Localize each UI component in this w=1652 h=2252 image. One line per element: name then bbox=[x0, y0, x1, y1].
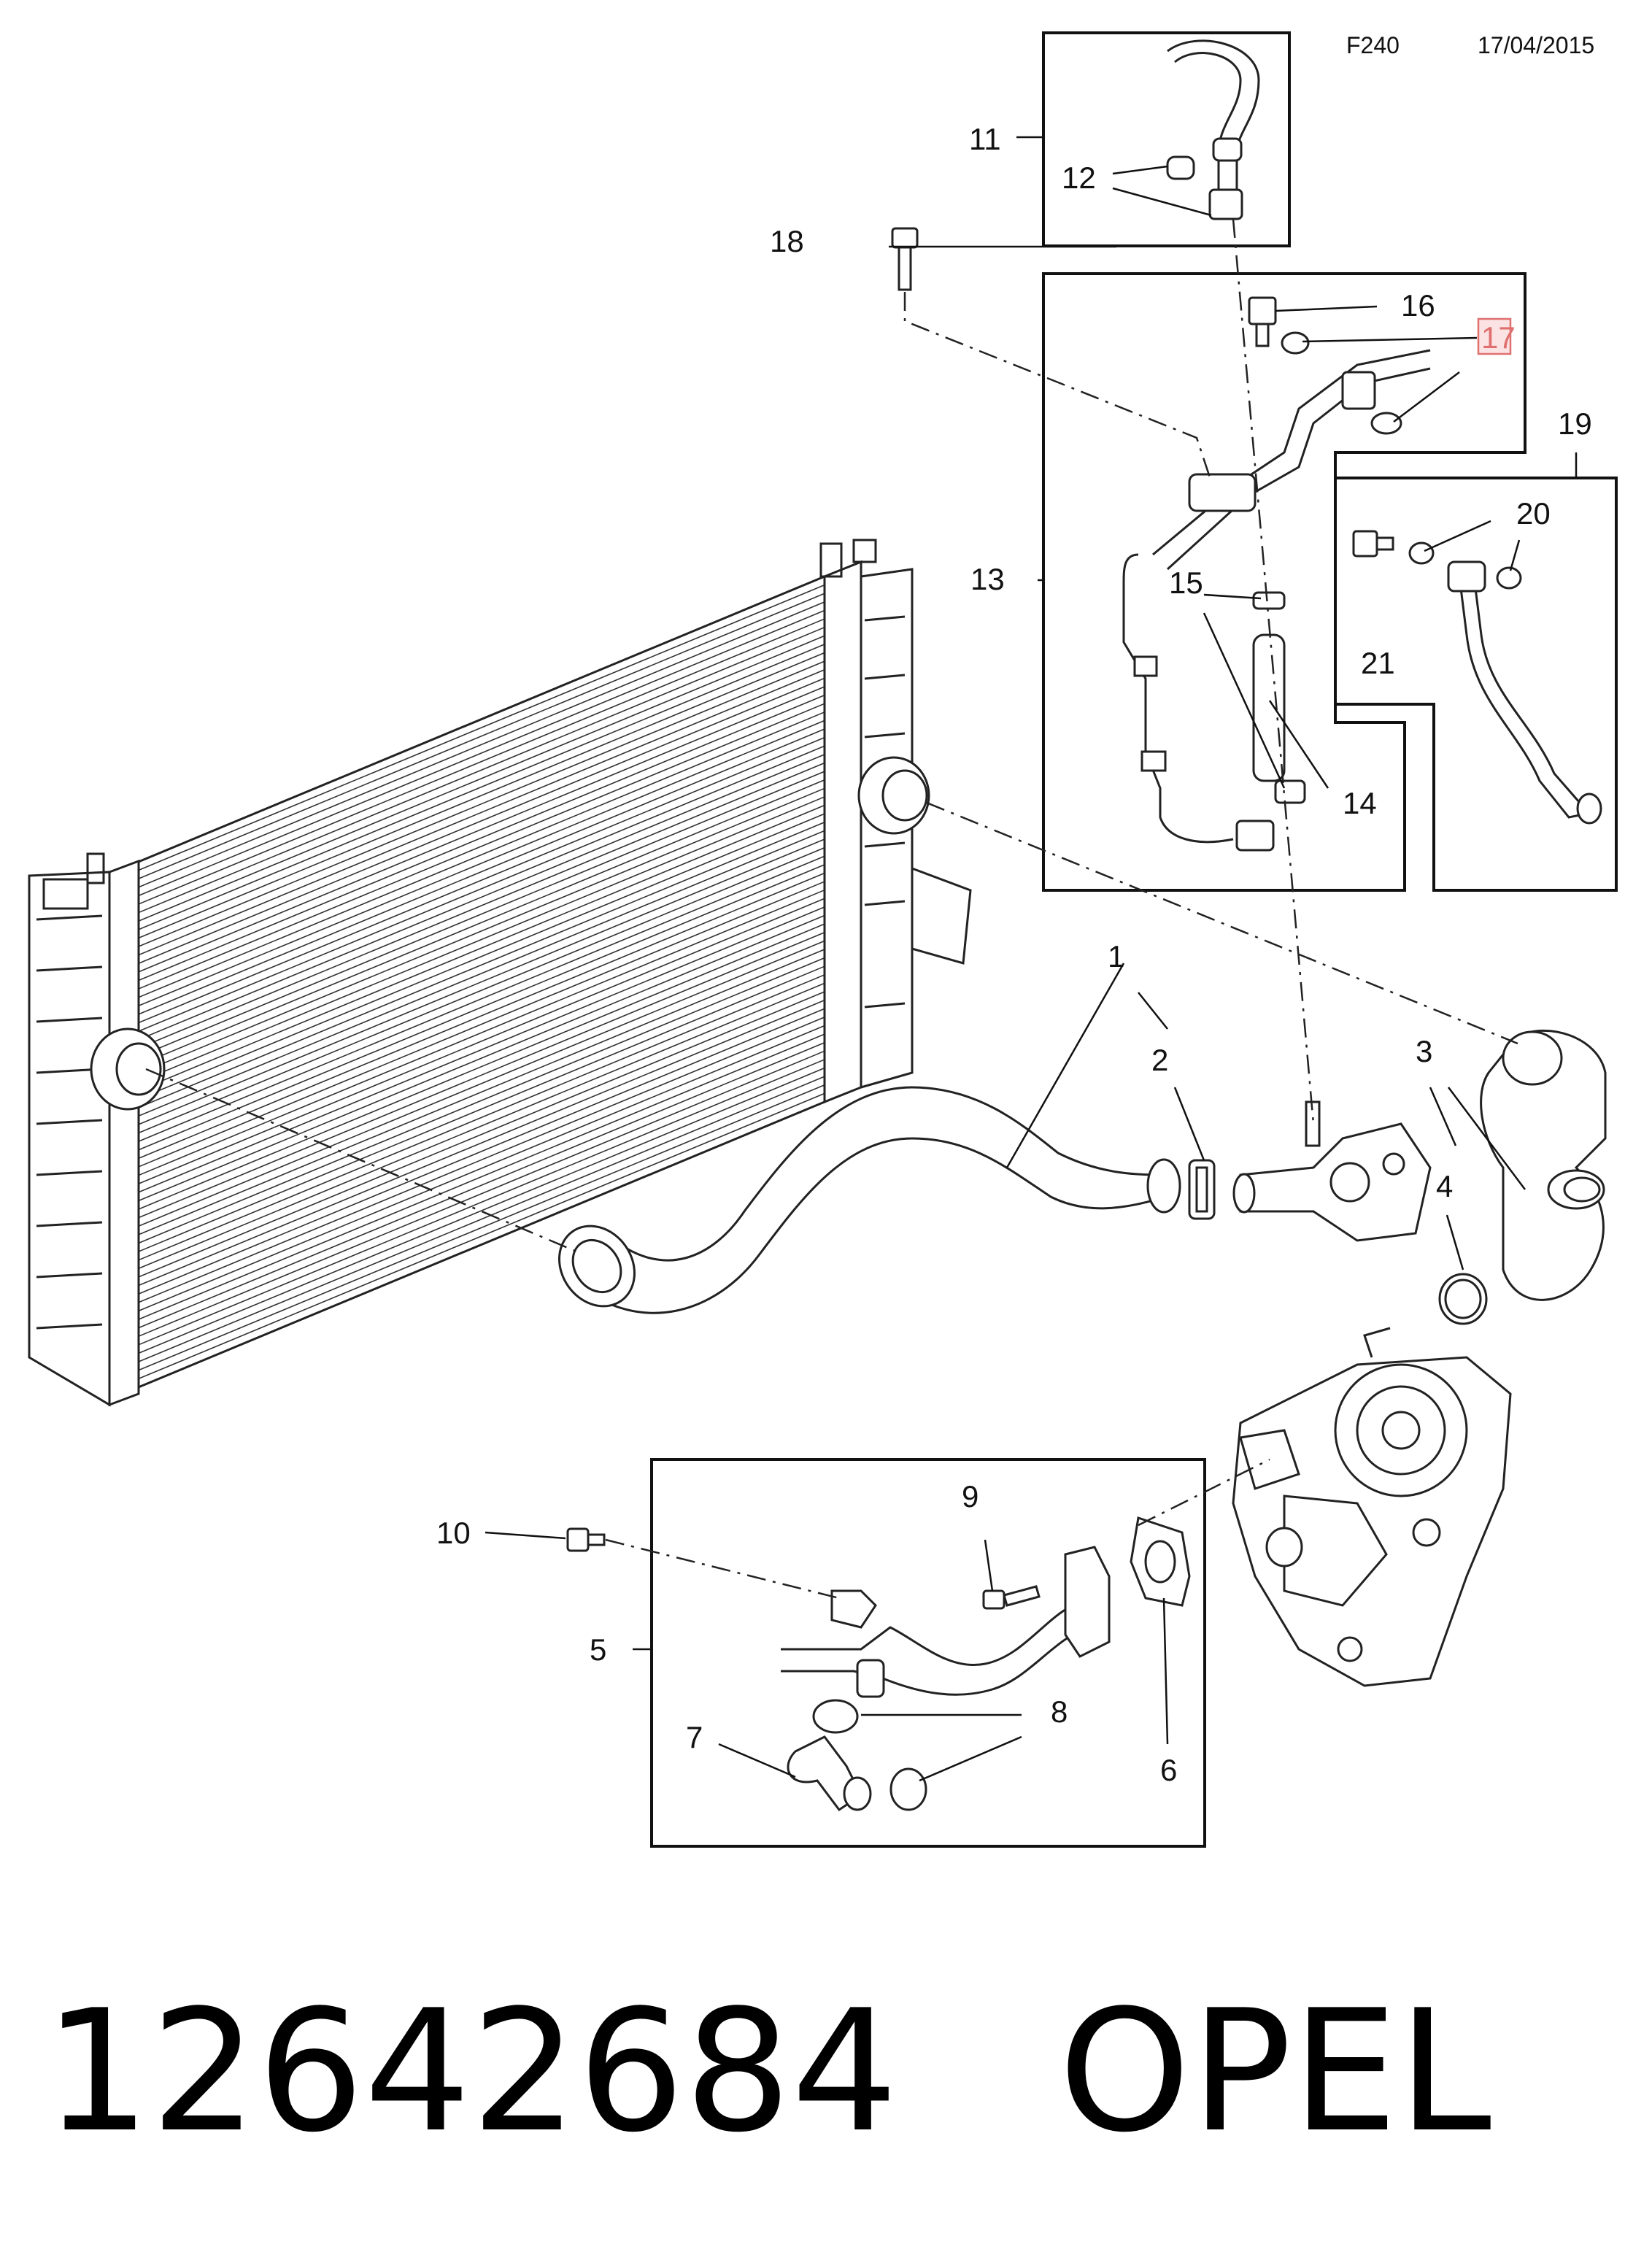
bolt-18 bbox=[891, 227, 919, 291]
callout-8: 8 bbox=[1051, 1694, 1068, 1729]
footer: 12642684 OPEL bbox=[44, 1970, 1605, 2175]
callout-5: 5 bbox=[590, 1632, 606, 1667]
bolt-9 bbox=[982, 1585, 1041, 1610]
callout-10: 10 bbox=[436, 1516, 471, 1550]
callout-13: 13 bbox=[970, 562, 1005, 596]
box-19 bbox=[1334, 477, 1618, 892]
callout-6: 6 bbox=[1160, 1753, 1177, 1787]
hose-clamp-2 bbox=[1188, 1159, 1216, 1220]
radiator-fins bbox=[131, 584, 825, 1383]
brand-name: OPEL bbox=[1058, 1975, 1491, 2170]
thermostat-housing bbox=[1232, 1100, 1432, 1242]
callout-15: 15 bbox=[1169, 566, 1203, 600]
callout-2: 2 bbox=[1151, 1043, 1168, 1077]
hose-7 bbox=[787, 1735, 872, 1812]
callout-4: 4 bbox=[1436, 1169, 1453, 1203]
callout-18: 18 bbox=[770, 224, 804, 258]
box-13 bbox=[1042, 272, 1526, 892]
washer-20 bbox=[1408, 541, 1522, 590]
box-11 bbox=[1042, 31, 1291, 247]
diagram-code: F240 bbox=[1346, 32, 1400, 58]
callout-20: 20 bbox=[1516, 496, 1551, 531]
callout-14: 14 bbox=[1343, 786, 1377, 820]
callout-1: 1 bbox=[1108, 939, 1124, 973]
callout-11: 11 bbox=[969, 122, 1001, 156]
callout-7: 7 bbox=[686, 1720, 703, 1754]
box-5 bbox=[650, 1458, 1206, 1848]
leader-lines bbox=[485, 136, 1578, 1782]
callout-21: 21 bbox=[1361, 646, 1395, 680]
pipe-19 bbox=[1447, 560, 1602, 825]
water-pump-assembly bbox=[1232, 1327, 1512, 1687]
callout-labels: 11 12 18 16 17 19 20 13 15 21 14 1 2 3 4… bbox=[436, 122, 1592, 1787]
hose-clamp-8 bbox=[812, 1699, 927, 1811]
coolant-pipe-5 bbox=[781, 1546, 1111, 1698]
bolt-10 bbox=[566, 1527, 606, 1552]
hose-clip-12 bbox=[1166, 155, 1195, 180]
callout-12: 12 bbox=[1062, 161, 1096, 195]
callout-9: 9 bbox=[962, 1479, 979, 1513]
vent-hose-11 bbox=[1167, 39, 1260, 220]
gasket-6 bbox=[1130, 1516, 1191, 1607]
hose-clamp-4 bbox=[1438, 1273, 1488, 1325]
callout-17: 17 bbox=[1481, 320, 1516, 355]
callout-3: 3 bbox=[1416, 1034, 1432, 1068]
diagram-date: 17/04/2015 bbox=[1478, 32, 1594, 58]
upper-bypass-hose bbox=[1480, 1029, 1607, 1301]
washer-17 bbox=[1281, 331, 1402, 435]
label-17-highlight bbox=[1477, 317, 1512, 355]
callout-16: 16 bbox=[1401, 288, 1435, 323]
part-number: 12642684 bbox=[44, 1975, 898, 2170]
radiator bbox=[28, 539, 972, 1407]
hose-14 bbox=[1252, 633, 1286, 782]
bolt-16 bbox=[1248, 296, 1277, 347]
callout-19: 19 bbox=[1558, 406, 1592, 441]
lower-radiator-hose bbox=[557, 1086, 1181, 1314]
bolt-21 bbox=[1352, 530, 1394, 558]
